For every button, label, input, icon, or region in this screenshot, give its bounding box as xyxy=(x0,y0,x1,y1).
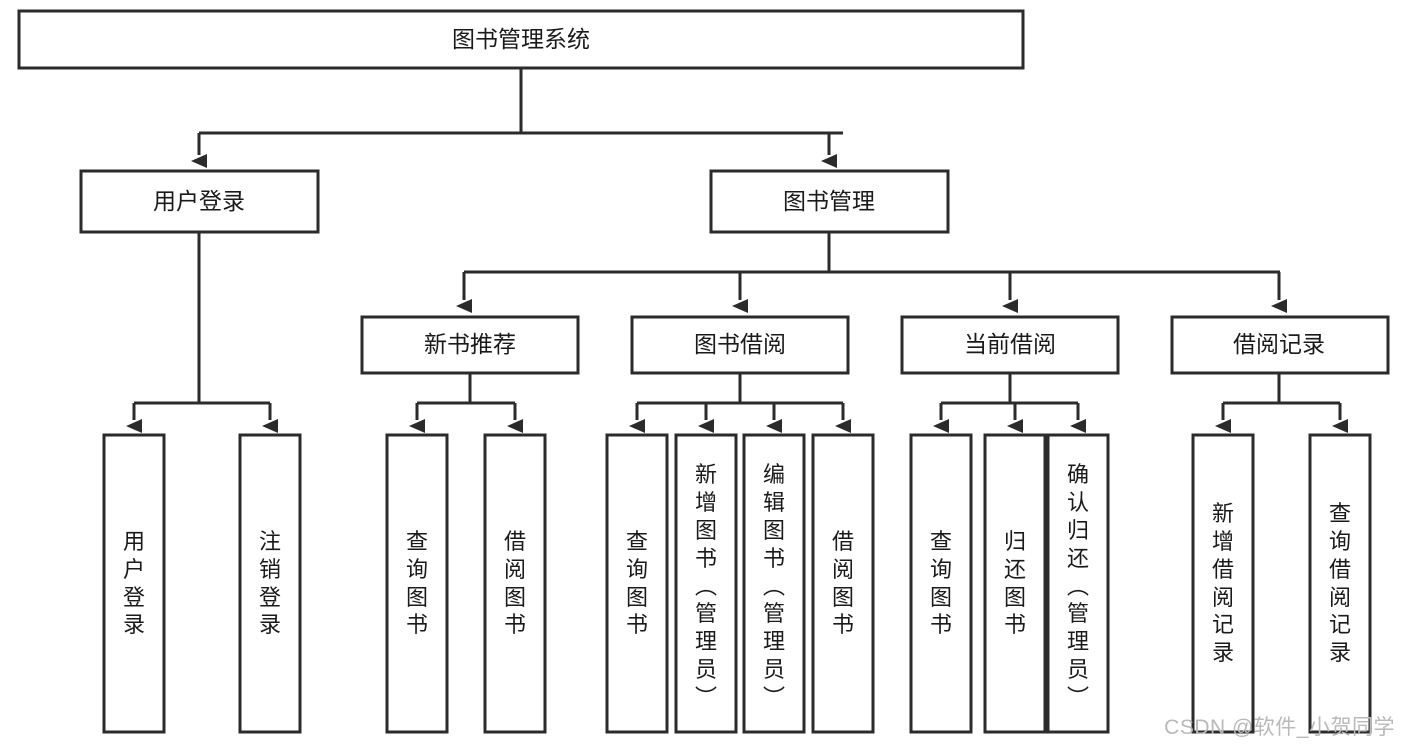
leaf-box-edit-book-admin[interactable] xyxy=(742,433,806,734)
leaf-box-confirm-return-admin[interactable] xyxy=(1046,433,1110,734)
leaf-box-query-books-borrow[interactable] xyxy=(605,433,669,734)
node-root-system-label: 图书管理系统 xyxy=(452,26,590,52)
node-new-book-recommend-label: 新书推荐 xyxy=(424,331,516,357)
node-book-borrow[interactable]: 图书借阅 xyxy=(630,315,850,375)
leaf-boxes-group xyxy=(102,433,1372,734)
node-user-login[interactable]: 用户登录 xyxy=(79,169,320,234)
leaf-box-borrow-book[interactable] xyxy=(811,433,875,734)
leaf-box-return-book[interactable] xyxy=(983,433,1047,734)
leaf-box-query-books-current[interactable] xyxy=(909,433,973,734)
node-borrow-records[interactable]: 借阅记录 xyxy=(1170,315,1390,375)
node-user-login-label: 用户登录 xyxy=(153,188,245,214)
leaf-box-query-borrow-record[interactable] xyxy=(1308,433,1372,734)
node-book-management[interactable]: 图书管理 xyxy=(709,169,950,234)
connector-books-to-level3 xyxy=(456,232,1287,313)
leaf-box-logout[interactable] xyxy=(238,433,302,734)
leaf-box-borrow-books-new[interactable] xyxy=(483,433,547,734)
node-root-system[interactable]: 图书管理系统 xyxy=(17,9,1025,70)
connector-current-to-leaves xyxy=(933,373,1086,433)
node-borrow-records-label: 借阅记录 xyxy=(1233,331,1325,357)
node-book-borrow-label: 图书借阅 xyxy=(694,331,786,357)
node-new-book-recommend[interactable]: 新书推荐 xyxy=(360,315,580,375)
connector-borrow-to-leaves xyxy=(629,373,851,433)
leaf-box-user-login[interactable] xyxy=(102,433,166,734)
leaf-box-query-books-new[interactable] xyxy=(385,433,449,734)
leaf-box-add-borrow-record[interactable] xyxy=(1191,433,1255,734)
connector-login-to-leaves xyxy=(126,232,278,433)
node-current-borrow-label: 当前借阅 xyxy=(964,331,1056,357)
connector-records-to-leaves xyxy=(1215,373,1348,433)
node-current-borrow[interactable]: 当前借阅 xyxy=(900,315,1120,375)
connector-newbooks-to-leaves xyxy=(409,373,523,433)
connector-root-to-level2 xyxy=(191,68,843,168)
csdn-watermark: CSDN @软件_小贺同学 xyxy=(1164,716,1395,739)
leaf-box-add-book-admin[interactable] xyxy=(674,433,738,734)
node-book-management-label: 图书管理 xyxy=(783,188,875,214)
